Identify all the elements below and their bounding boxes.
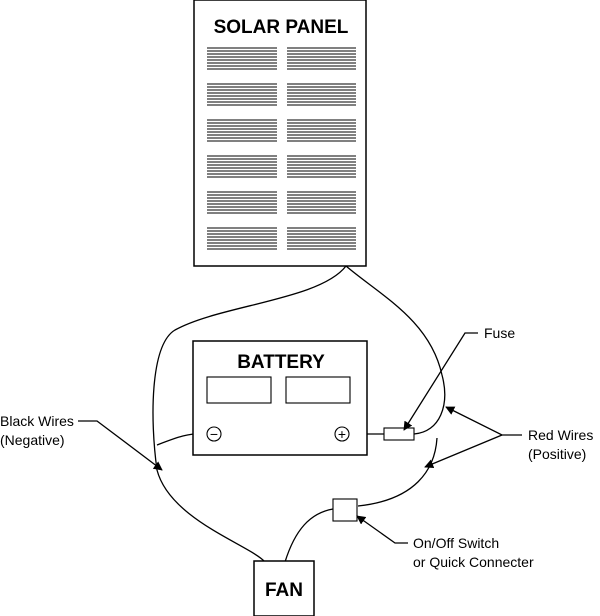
black-wires-label: Black Wires xyxy=(0,413,74,429)
battery-cell-right xyxy=(285,376,351,404)
switch-label: On/Off Switch xyxy=(413,535,499,551)
battery: BATTERY − + xyxy=(192,340,368,456)
leader-lines xyxy=(78,332,522,544)
fan-label: FAN xyxy=(265,580,303,601)
negative-terminal-icon xyxy=(206,426,222,442)
red-wire-panel-to-battery xyxy=(345,265,446,435)
positive-terminal-symbol: + xyxy=(338,426,346,442)
fuse-label: Fuse xyxy=(484,325,515,341)
red-wires-leader-bottom xyxy=(424,434,503,469)
solar-panel-title: SOLAR PANEL xyxy=(214,17,349,38)
red-wires-leader-top xyxy=(445,406,522,436)
wires xyxy=(152,265,446,563)
red-wires-sublabel: (Positive) xyxy=(528,446,586,462)
positive-terminal-icon xyxy=(334,426,350,442)
red-wire-to-switch xyxy=(357,437,438,507)
switch-leader xyxy=(356,515,408,544)
battery-cell-left xyxy=(206,376,272,404)
fan-box xyxy=(253,560,315,616)
battery-title: BATTERY xyxy=(237,352,325,373)
negative-terminal-symbol: − xyxy=(210,426,218,442)
red-wires-label: Red Wires xyxy=(528,427,593,443)
fuse-leader xyxy=(403,332,478,431)
black-wire-panel-to-fan xyxy=(152,265,347,563)
fan: FAN xyxy=(253,560,315,616)
solar-panel: SOLAR PANEL xyxy=(193,0,367,267)
fuse-icon xyxy=(383,427,415,441)
switch-sublabel: or Quick Connecter xyxy=(413,554,534,570)
switch-icon xyxy=(332,498,358,522)
black-wires-leader xyxy=(78,420,163,471)
solar-panel-title-bg xyxy=(206,13,356,37)
wire-switch-to-fan xyxy=(284,508,334,563)
black-wires-sublabel: (Negative) xyxy=(0,432,65,448)
solar-panel-frame xyxy=(193,0,367,267)
